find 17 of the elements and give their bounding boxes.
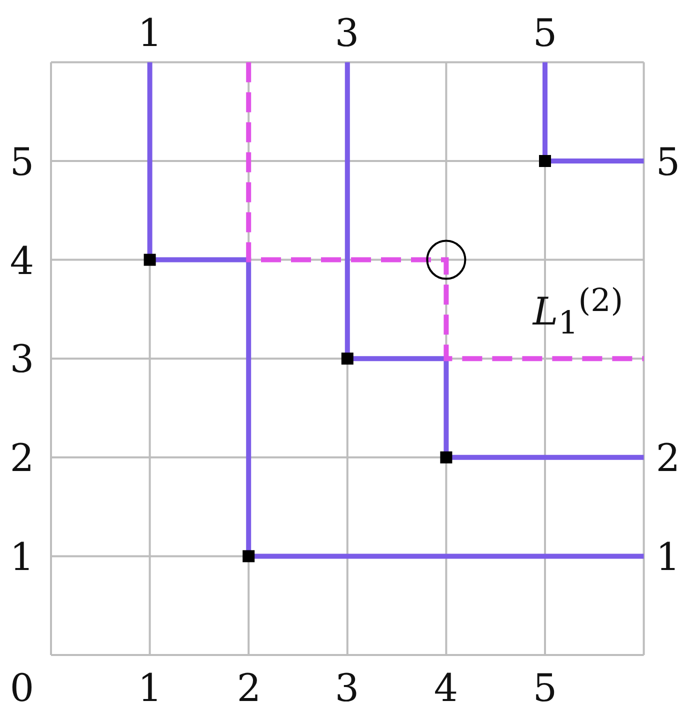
axis-label: 1 [656, 538, 680, 576]
axis-label: 2 [236, 669, 262, 707]
axis-label: 1 [138, 669, 162, 707]
axis-label: 5 [532, 669, 558, 707]
axis-label: 2 [10, 439, 34, 477]
axis-label: 3 [334, 669, 360, 707]
axis-label: 3 [10, 340, 34, 378]
axis-label: 4 [10, 242, 34, 280]
axis-label: 1 [10, 538, 34, 576]
axis-label: 5 [532, 14, 558, 52]
axis-label: 1 [138, 14, 162, 52]
axis-label: 0 [10, 669, 34, 707]
axis-label: 3 [334, 14, 360, 52]
axis-label: 5 [656, 143, 680, 181]
axis-label: 5 [10, 143, 34, 181]
axis-label: 2 [656, 439, 680, 477]
axis-label: 4 [434, 669, 458, 707]
